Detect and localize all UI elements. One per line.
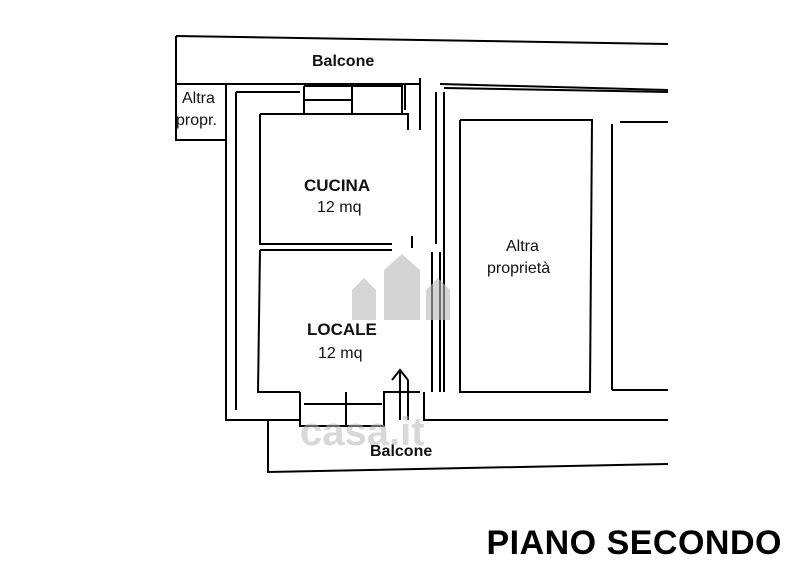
center-wall: [411, 78, 445, 392]
altra-proprieta-line1: Altra: [506, 238, 539, 255]
altra-proprieta-walls: [443, 87, 669, 393]
outer-wall-top: [226, 83, 406, 110]
top-window: [303, 85, 403, 115]
room-area: 12 mq: [318, 345, 363, 362]
kitchen-name: CUCINA: [304, 176, 371, 195]
outer-wall-left: [225, 84, 300, 421]
kitchen-walls: [256, 113, 409, 393]
watermark-building-icon: [352, 254, 450, 320]
kitchen-area: 12 mq: [317, 199, 362, 216]
room-name: LOCALE: [307, 320, 377, 339]
altra-propr-line1: Altra: [182, 90, 215, 107]
room-bottom-wall: [299, 391, 668, 427]
balcony-bottom-label: Balcone: [370, 443, 433, 460]
entry-arrow: [391, 368, 409, 420]
top-balcony-outline: [175, 35, 669, 91]
watermark-text: casa.it: [300, 410, 425, 454]
balcony-top-label: Balcone: [312, 53, 375, 70]
floor-title: PIANO SECONDO: [486, 524, 782, 562]
bottom-balcony-outline: [267, 419, 669, 474]
altra-propr-line2: propr.: [176, 112, 217, 129]
altra-proprieta-line2: proprietà: [487, 260, 551, 277]
